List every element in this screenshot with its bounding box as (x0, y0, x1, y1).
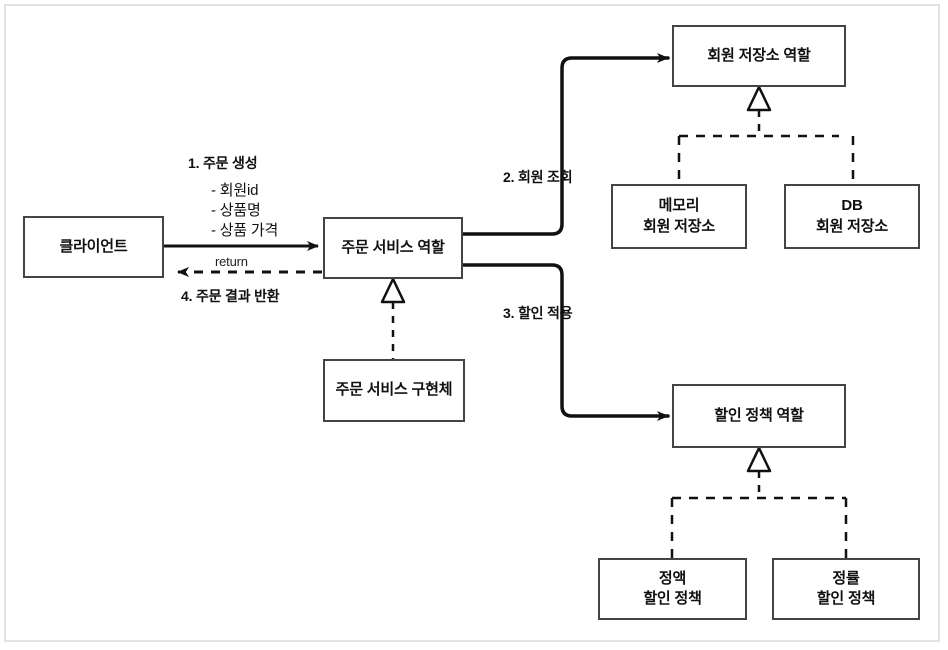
node-rate-discount-policy[interactable]: 정률 할인 정책 (772, 558, 920, 620)
node-db-member-repository-line2: 회원 저장소 (816, 217, 888, 235)
node-db-member-repository-line1: DB (841, 197, 863, 215)
label-step1-param-member-id: - 회원id (211, 182, 259, 199)
node-client[interactable]: 클라이언트 (23, 216, 164, 278)
node-fix-discount-policy[interactable]: 정액 할인 정책 (598, 558, 747, 620)
node-discount-policy-role[interactable]: 할인 정책 역할 (672, 384, 846, 448)
node-memory-member-repository-line1: 메모리 (658, 197, 700, 215)
node-order-service-role-label: 주문 서비스 역할 (341, 238, 445, 256)
node-member-repository-role-label: 회원 저장소 역할 (707, 46, 811, 64)
node-client-label: 클라이언트 (59, 237, 128, 255)
node-fix-discount-policy-line1: 정액 (658, 569, 687, 587)
node-fix-discount-policy-line2: 할인 정책 (643, 590, 702, 607)
label-step1-title: 1. 주문 생성 (188, 155, 258, 171)
node-order-service-impl-label: 주문 서비스 구현체 (335, 381, 453, 399)
diagram-frame (4, 4, 940, 642)
node-member-repository-role[interactable]: 회원 저장소 역할 (672, 25, 846, 87)
node-memory-member-repository-line2: 회원 저장소 (643, 217, 715, 235)
node-order-service-impl[interactable]: 주문 서비스 구현체 (323, 359, 465, 422)
label-step1-param-item-price: - 상품 가격 (211, 222, 279, 239)
label-step3-discount-apply: 3. 할인 적용 (503, 305, 573, 321)
node-rate-discount-policy-line1: 정률 (832, 569, 860, 587)
label-step2-member-lookup: 2. 회원 조회 (503, 169, 573, 185)
node-db-member-repository[interactable]: DB 회원 저장소 (784, 184, 920, 249)
node-order-service-role[interactable]: 주문 서비스 역할 (323, 217, 463, 279)
node-rate-discount-policy-line2: 할인 정책 (816, 590, 876, 607)
label-step1-param-item-name: - 상품명 (211, 202, 261, 219)
node-memory-member-repository[interactable]: 메모리 회원 저장소 (611, 184, 747, 249)
label-return: return (215, 254, 248, 269)
node-discount-policy-role-label: 할인 정책 역할 (714, 406, 804, 424)
label-step4-order-result: 4. 주문 결과 반환 (181, 288, 280, 304)
